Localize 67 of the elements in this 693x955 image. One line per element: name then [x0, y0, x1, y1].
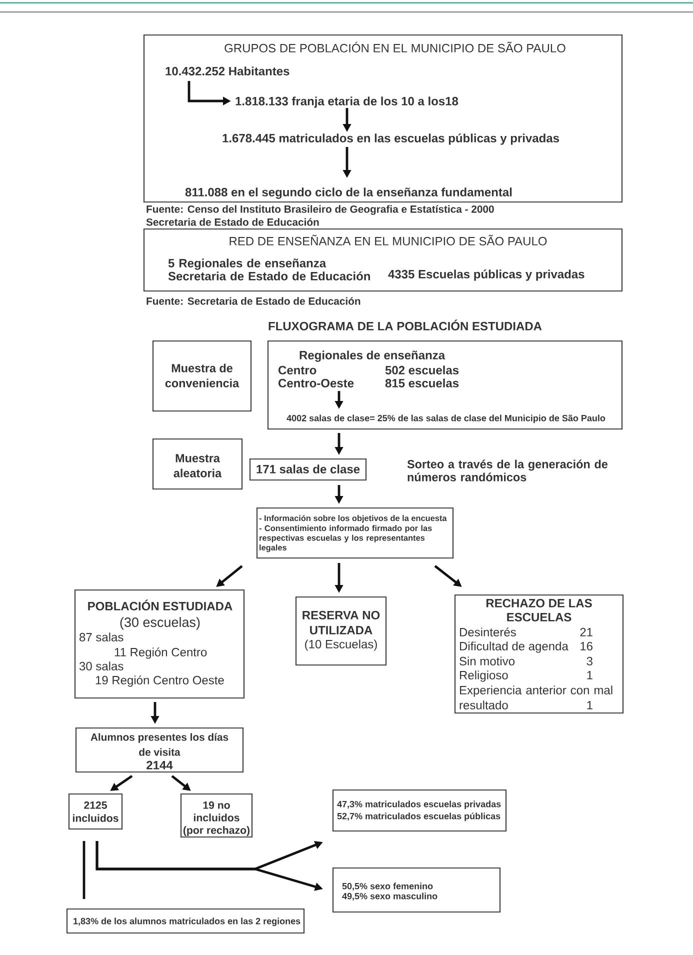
table-cell: Centro	[278, 366, 316, 374]
panel-box	[143, 228, 623, 292]
box-number: 2144	[146, 760, 173, 770]
node-label: 1	[587, 701, 592, 710]
process-box	[332, 867, 501, 913]
list-item: - Consentimiento informado firmado por las respectivas escuelas y los representantes legales	[259, 525, 432, 552]
box-text: 52,7% matriculados escuelas públicas	[337, 812, 500, 822]
process-box: 1,83% de los alumnos matriculados en las 2 regiones	[66, 908, 305, 934]
source-note: Secretaria de Estado de Educación	[146, 218, 319, 226]
table-cell: 815 escuelas	[385, 378, 459, 388]
box-text: 19 Región Centro Oeste	[96, 675, 224, 687]
node-label: Experiencia anterior con mal	[460, 686, 612, 697]
group-box	[267, 340, 623, 430]
table-row: Dificultad de agenda 16	[460, 642, 592, 653]
panel-box	[143, 34, 623, 203]
step-text: 4002 salas de clase= 25% de las salas de clase del Municipio de São Paulo	[286, 414, 606, 424]
box-heading: RESERVA NO UTILIZADA	[302, 610, 380, 634]
box-subheading: (10 Escuelas)	[305, 640, 377, 651]
box-heading: GRUPOS DE POBLACIÓN EN EL MUNICIPIO DE SÃO PAULO	[224, 42, 566, 52]
box-text: 5 Regionales de enseñanza Secretaria de Estado de Educación	[168, 258, 370, 280]
box-text: 50,5% sexo femenino	[342, 882, 433, 891]
table-cell: Centro-Oeste	[278, 378, 354, 388]
step-text: 10.432.252 Habitantes	[166, 66, 290, 76]
source-note: Fuente: Secretaria de Estado de Educación	[146, 297, 360, 305]
box-text: 87 salas	[80, 632, 124, 642]
process-box: 171 salas de clase	[249, 458, 367, 481]
process-box	[332, 789, 507, 832]
step-text: 811.088 en el segundo ciclo de la enseñanza fundamental	[185, 188, 512, 199]
node-label: Desinterés	[460, 627, 516, 636]
box-text: 4335 Escuelas públicas y privadas	[388, 270, 584, 281]
box-heading: Regionales de enseñanza	[300, 350, 446, 362]
box-subheading: (30 escuelas)	[120, 617, 200, 630]
process-box: 2125 incluidos	[68, 793, 123, 830]
box-text: 47,3% matriculados escuelas privadas	[337, 800, 501, 810]
step-text: 1.678.445 matriculados en las escuelas públicas y privadas	[222, 134, 559, 145]
box-heading: RED DE ENSEÑANZA EN EL MUNICIPIO DE SÃO PAULO	[230, 234, 547, 246]
process-box	[74, 589, 245, 699]
box-heading: POBLACIÓN ESTUDIADA	[88, 600, 232, 610]
process-box	[75, 727, 244, 773]
step-text: 1.818.133 franja etaria de los 10 a los18	[236, 96, 458, 108]
table-row: Desinterés 21	[460, 627, 592, 636]
table-row: Experiencia anterior con mal resultado 1	[460, 686, 612, 710]
process-box	[454, 594, 624, 714]
node-label: 3	[586, 656, 592, 666]
section-heading: FLUXOGRAMA DE LA POBLACIÓN ESTUDIADA	[268, 320, 542, 330]
process-box: Muestra de conveniencia	[152, 340, 252, 412]
process-box: Muestra aleatoria	[152, 438, 243, 490]
process-box: 19 no incluidos (por rechazo)	[180, 793, 253, 838]
box-text: Alumnos presentes los días de visita	[90, 733, 228, 756]
process-box	[295, 596, 387, 666]
box-text: 49,5% sexo masculino	[342, 892, 438, 901]
connector-line	[82, 841, 86, 900]
table-row: Religioso 1	[460, 670, 592, 682]
list-item: - Información sobre los objetivos de la encuesta	[259, 514, 447, 523]
node-label: resultado	[460, 700, 508, 710]
table-row: Sin motivo 3	[460, 656, 592, 666]
table-cell: 502 escuelas	[385, 366, 459, 374]
node-label: Religioso	[460, 670, 508, 682]
node-label: 1	[587, 671, 592, 680]
node-label: 21	[580, 628, 592, 636]
box-heading: RECHAZO DE LAS ESCUELAS	[486, 598, 592, 622]
node-label: Sin motivo	[460, 656, 514, 666]
source-note: Fuente: Censo del Instituto Brasileiro de Geografia e Estatística - 2000	[146, 205, 494, 215]
box-text: 30 salas	[79, 662, 124, 670]
note-text: Sorteo a través de la generación de números randómicos	[407, 460, 608, 482]
process-box	[256, 507, 454, 559]
box-text: 11 Región Centro	[114, 647, 207, 659]
